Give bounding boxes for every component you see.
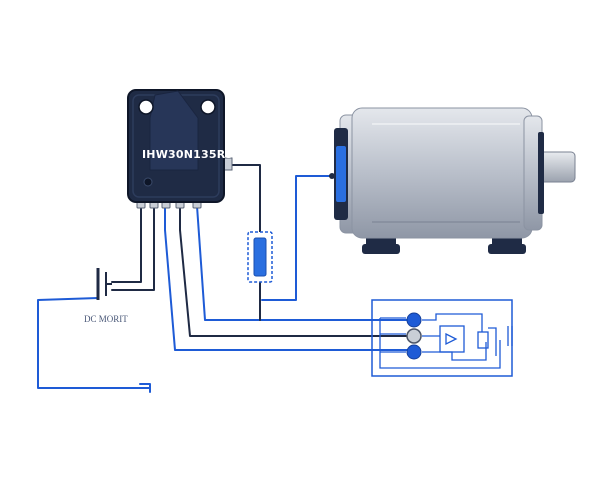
motor-terminal	[329, 173, 335, 179]
control-terminal-3	[406, 344, 422, 360]
wire-pin2-to-source	[111, 205, 155, 291]
dc-source-label: DC MORIT	[84, 314, 128, 324]
control-circuit-icon	[371, 299, 513, 377]
wire-chip-to-resistor	[224, 164, 261, 233]
wire-pin3-to-control	[164, 205, 413, 351]
resistor-icon	[247, 231, 273, 283]
wire-source-loop	[37, 297, 151, 389]
wire-pin5-to-control	[196, 205, 413, 321]
chip-mount-hole-left	[138, 99, 154, 115]
wire-motor-to-resistor	[261, 175, 331, 301]
wire-pin4-to-control	[179, 205, 413, 337]
wire-pin1-to-source	[111, 205, 142, 283]
control-terminal-1	[406, 312, 422, 328]
wiring	[37, 164, 413, 393]
control-terminal-2	[406, 328, 422, 344]
chip-part-number: IHW30N135R3	[142, 148, 233, 161]
chip-mount-hole-right	[200, 99, 216, 115]
electric-motor-icon	[329, 107, 576, 254]
dc-source: DC MORIT	[84, 268, 128, 324]
igbt-chip-icon: IHW30N135R3	[127, 89, 233, 209]
wire-source-tail	[139, 383, 151, 393]
